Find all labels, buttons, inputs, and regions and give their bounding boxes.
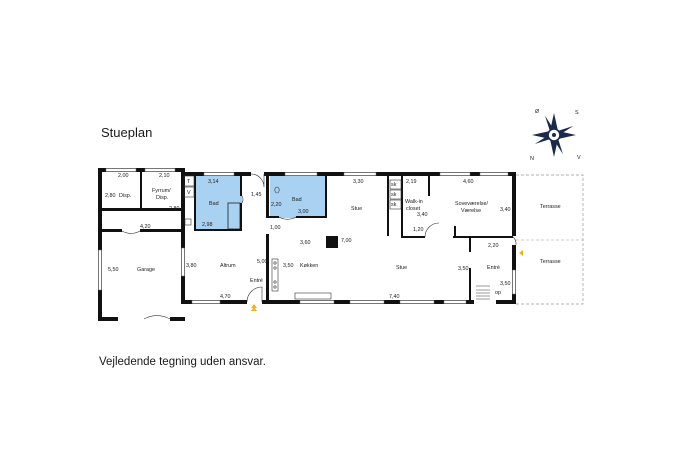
dim-2-10: 2,10 [159,173,170,179]
room-labels: Disp. Fyrrum/ Disp. Bad Bad Stue Walk-in… [119,188,561,284]
room-label-fyrrum: Fyrrum/ [152,188,171,194]
windows [98,168,516,304]
entrance-marker-south [251,307,257,311]
dim-2-20-a: 2,20 [271,202,282,208]
dimension-labels: 2,00 2,10 2,80 2,80 4,20 3,14 2,98 1,45 … [105,173,511,300]
dim-3-50-b: 3,50 [458,266,469,272]
room-label-koekken: Køkken [300,263,318,269]
room-label-disp: Disp. [119,193,131,199]
room-label-walkin: Walk-in [405,199,423,205]
dim-4-60: 4,60 [463,179,474,185]
dim-2-80-b: 2,80 [169,206,180,212]
dim-1-45: 1,45 [251,192,262,198]
room-label-terrasse-1: Terrasse [540,204,561,210]
plan-title: Stueplan [101,125,153,140]
dim-3-50-c: 3,50 [500,281,511,287]
fixtures [183,175,490,300]
compass-west-label: V [577,155,581,161]
compass-rose-icon [532,113,576,157]
dim-2-80-a: 2,80 [105,193,116,199]
dim-1-20: 1,20 [413,227,424,233]
dim-2-19: 2,19 [406,179,417,185]
dim-2-98: 2,98 [202,222,213,228]
dim-7-40: 7,40 [389,294,400,300]
room-label-bad-2: Bad [292,197,302,203]
dim-5-00: 5,00 [257,259,268,265]
dim-2-00: 2,00 [118,173,129,179]
room-label-stue-2: Stue [396,265,407,271]
fixture-label-sk-2: sk [391,192,397,198]
bathroom-2-fill [270,176,327,218]
room-label-altrum: Altrum [220,263,236,269]
fixture-label-op: op [495,290,501,296]
room-label-fyrrum-2: Disp. [156,195,168,201]
disclaimer-text: Vejledende tegning uden ansvar. [99,356,266,368]
room-label-walkin-2: closet [406,206,421,212]
compass-east-label: Ø [535,109,540,115]
room-label-sove: Soveværelse/ [455,201,488,207]
dim-3-80: 3,80 [186,263,197,269]
dim-4-20: 4,20 [140,224,151,230]
fixture-label-sk-3: sk [391,202,397,208]
dim-7-00: 7,00 [341,238,352,244]
compass-north-label: N [530,156,534,162]
compass-south-label: S [575,110,579,116]
fixture-label-v: V [187,190,191,196]
dim-2-20-b: 2,20 [488,243,499,249]
dim-3-40-b: 3,40 [500,207,511,213]
bathroom-1-fill [196,176,242,231]
room-label-bad-1: Bad [209,201,219,207]
room-label-garage: Garage [137,267,155,273]
fixture-labels: T V sk sk sk op [187,179,501,296]
room-label-terrasse-2: Terrasse [540,259,561,265]
dim-3-30: 3,30 [353,179,364,185]
dim-3-14: 3,14 [208,179,219,185]
room-label-stue-1: Stue [351,206,362,212]
dim-4-70: 4,70 [220,294,231,300]
room-label-entre-2: Entré [487,265,500,271]
room-label-entre-1: Entré [250,278,263,284]
dim-3-50-a: 3,50 [283,263,294,269]
entrance-marker-east [519,250,523,256]
dim-3-00: 3,00 [298,209,309,215]
doors [121,173,517,320]
fixture-label-t: T [187,179,191,185]
room-label-sove-2: Værelse [461,208,481,214]
dim-3-40-a: 3,40 [417,212,428,218]
entrance-marker-south-2 [251,304,257,308]
dim-3-60: 3,60 [300,240,311,246]
fixture-label-sk-1: sk [391,182,397,188]
terrace-outline [516,174,584,305]
dim-1-00: 1,00 [270,225,281,231]
dim-5-50: 5,50 [108,267,119,273]
